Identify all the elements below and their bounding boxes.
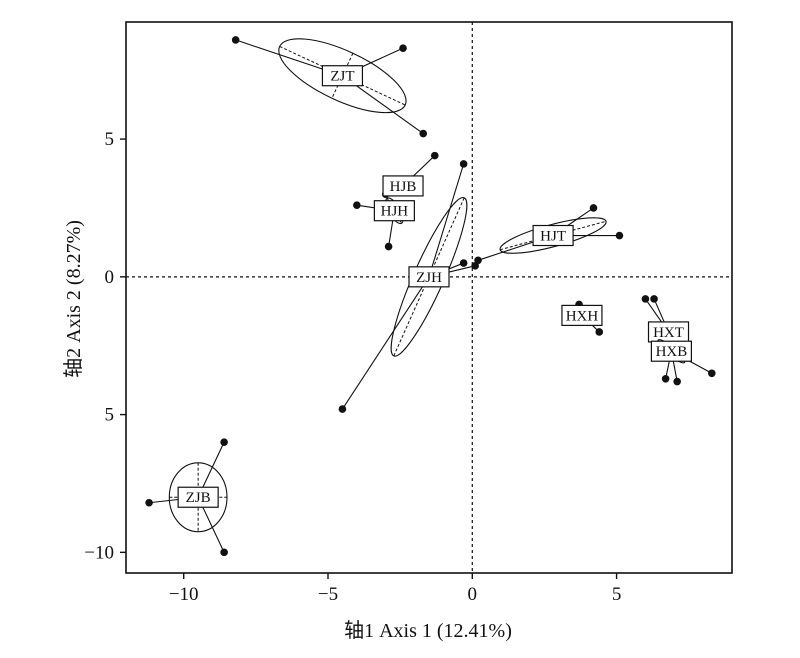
group-label-box-zjh bbox=[408, 266, 450, 288]
ellipse-major-axis-hjt bbox=[499, 220, 607, 251]
spider-line-zjh bbox=[341, 276, 430, 410]
data-point-hxt bbox=[641, 295, 650, 303]
group-label-box-hjh bbox=[373, 200, 415, 222]
data-point-zjt bbox=[231, 36, 240, 44]
data-point-hjb bbox=[430, 151, 439, 160]
y-tick-label: 5 bbox=[105, 405, 115, 426]
group-label-hxb: HXB bbox=[656, 344, 688, 360]
plot-area: −10 −5 0 5 5 0 5 −10 ZJT HJB HJH ZJH HJT HXH HXT HXB ZJB bbox=[84, 21, 733, 605]
y-axis-title: 轴2 Axis 2 (8.27%) bbox=[62, 220, 85, 378]
group-label-box-hjb bbox=[382, 175, 424, 197]
data-point-zjt bbox=[419, 129, 428, 138]
data-point-hxh bbox=[595, 328, 604, 336]
x-tick-label: −10 bbox=[169, 584, 199, 605]
group-label-box-zjt bbox=[321, 65, 364, 87]
data-point-zjh bbox=[459, 259, 468, 267]
data-point-zjt bbox=[399, 44, 407, 52]
group-label-zjh: ZJH bbox=[416, 270, 442, 286]
data-point-zjb bbox=[220, 438, 228, 446]
x-tick-label: −5 bbox=[318, 584, 338, 605]
data-point-hjh bbox=[353, 201, 361, 210]
group-label-box-hjt bbox=[532, 224, 574, 247]
group-label-hxt: HXT bbox=[653, 325, 684, 341]
data-point-hjt bbox=[615, 231, 624, 240]
data-point-zjb bbox=[145, 498, 153, 507]
x-tick-label: 5 bbox=[612, 584, 622, 605]
data-point-hxb bbox=[661, 374, 670, 383]
x-axis-title: 轴1 Axis 1 (12.41%) bbox=[344, 619, 512, 642]
y-tick-label: 5 bbox=[105, 129, 115, 150]
spider-line-zjh bbox=[428, 163, 465, 277]
group-label-box-hxh bbox=[561, 304, 603, 327]
data-point-zjb bbox=[220, 548, 228, 557]
data-point-hxb bbox=[673, 377, 681, 386]
data-point-hjt bbox=[474, 256, 482, 265]
data-point-hxt bbox=[650, 295, 658, 303]
group-label-zjb: ZJB bbox=[186, 490, 211, 506]
group-label-hjb: HJB bbox=[390, 179, 417, 195]
data-point-zjh bbox=[338, 405, 347, 413]
y-tick-label: 0 bbox=[105, 267, 115, 288]
group-label-hjh: HJH bbox=[381, 204, 409, 220]
data-point-hxb bbox=[708, 369, 716, 378]
data-point-hjh bbox=[384, 242, 393, 251]
group-label-hxh: HXH bbox=[566, 308, 599, 324]
group-label-box-hxb bbox=[650, 340, 693, 362]
group-label-box-zjb bbox=[177, 486, 219, 508]
group-label-zjt: ZJT bbox=[330, 69, 354, 85]
plot-frame bbox=[125, 21, 733, 574]
data-point-hjt bbox=[589, 204, 598, 212]
y-tick-label: −10 bbox=[84, 542, 114, 563]
data-point-zjh bbox=[459, 160, 468, 168]
x-tick-label: 0 bbox=[468, 584, 478, 605]
group-label-hjt: HJT bbox=[540, 229, 566, 245]
ellipse-minor-axis-zjt bbox=[331, 53, 354, 99]
ellipse-major-axis-zjt bbox=[279, 46, 406, 106]
